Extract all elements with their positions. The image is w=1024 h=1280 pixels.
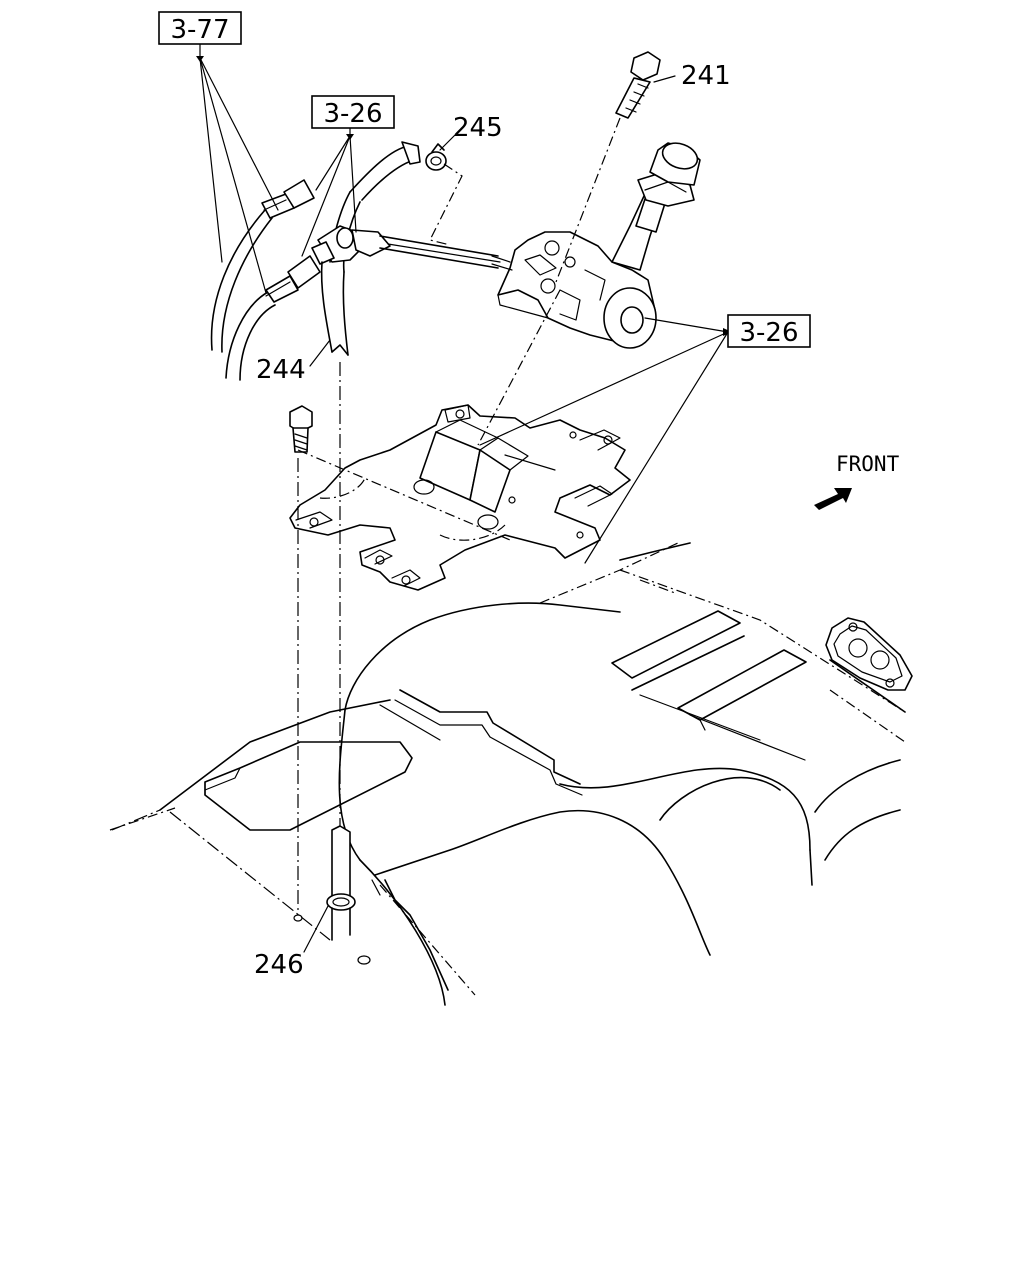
shift-lever-bracket: [289, 404, 631, 591]
floor-panel: [109, 541, 906, 1006]
part-number-241: 241: [681, 61, 731, 91]
ref-box-3-26-top: 3-26: [311, 95, 395, 129]
part-number-245: 245: [453, 113, 503, 143]
bracket-bolt: [289, 405, 313, 453]
clamp-245: [425, 143, 463, 246]
control-cables: [210, 141, 501, 941]
part-number-244: 244: [256, 355, 306, 385]
shift-lever-assembly: [491, 142, 701, 349]
part-number-246: 246: [254, 950, 304, 980]
ref-box-3-77: 3-77: [158, 11, 242, 45]
ref-box-3-26-right: 3-26: [727, 314, 811, 348]
arrow-up-right-icon: [814, 488, 852, 510]
front-direction-indicator: FRONT: [814, 452, 900, 510]
ref-label-3-26-right: 3-26: [739, 318, 798, 348]
front-label: FRONT: [836, 452, 900, 476]
floor-grommet-plate: [825, 617, 913, 691]
bolt-241: [555, 51, 661, 283]
ref-label-3-26-top: 3-26: [323, 99, 382, 129]
ref-label-3-77: 3-77: [170, 15, 229, 45]
